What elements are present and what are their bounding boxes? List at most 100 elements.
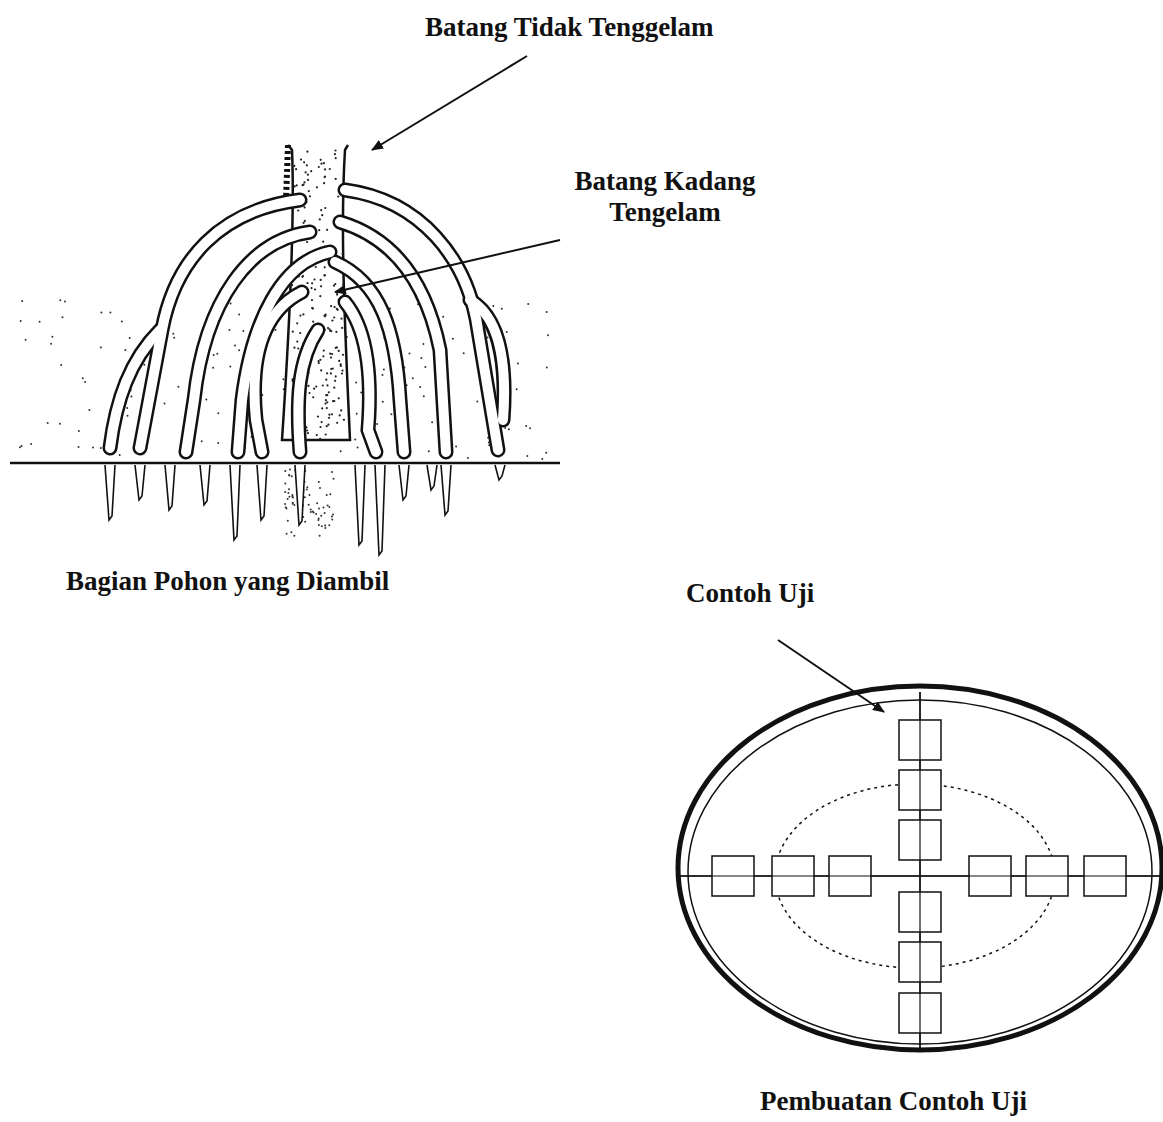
callout-label: Batang Kadang Tengelam xyxy=(540,166,790,228)
stipple-dot xyxy=(541,458,543,460)
stipple-dot xyxy=(318,229,320,231)
prop-root xyxy=(345,302,376,452)
prop-root-fill xyxy=(186,232,310,452)
stipple-dot xyxy=(284,482,286,484)
stipple-dot xyxy=(334,153,336,155)
stipple-dot xyxy=(526,455,528,457)
leader-line xyxy=(372,56,527,150)
stipple-dot xyxy=(312,510,314,512)
callout-label: Contoh Uji xyxy=(686,578,906,609)
stipple-dot xyxy=(59,423,61,425)
stipple-dot xyxy=(299,315,301,317)
stipple-dot xyxy=(326,229,328,231)
stipple-dot xyxy=(324,207,326,209)
figure-caption: Bagian Pohon yang Diambil xyxy=(66,566,526,597)
stipple-dot xyxy=(333,478,335,480)
stipple-dot xyxy=(428,450,430,452)
stipple-dot xyxy=(296,341,298,343)
stipple-dot xyxy=(318,362,320,364)
stipple-dot xyxy=(319,295,321,297)
stipple-dot xyxy=(306,486,308,488)
stipple-dot xyxy=(302,184,304,186)
stipple-dot xyxy=(335,178,337,180)
stipple-dot xyxy=(325,399,327,401)
stipple-dot xyxy=(467,457,469,459)
stipple-dot xyxy=(354,439,356,441)
stem-cross-section xyxy=(678,686,1162,1050)
underground-root xyxy=(105,465,115,520)
prop-root xyxy=(238,252,330,452)
stipple-dot xyxy=(326,425,328,427)
stipple-dot xyxy=(21,445,23,447)
stipple-dot xyxy=(463,352,465,354)
stipple-dot xyxy=(329,168,331,170)
stipple-dot xyxy=(323,274,325,276)
stipple-dot xyxy=(297,209,299,211)
stipple-dot xyxy=(119,454,121,456)
stipple-dot xyxy=(323,506,325,508)
stipple-dot xyxy=(287,520,289,522)
stipple-dot xyxy=(289,469,291,471)
prop-root-fill xyxy=(470,300,504,420)
stipple-dot xyxy=(336,346,338,348)
prop-root xyxy=(298,330,318,452)
stipple-dot xyxy=(20,320,22,322)
stipple-dot xyxy=(331,353,333,355)
stipple-dot xyxy=(321,407,323,409)
stipple-dot xyxy=(326,394,328,396)
stipple-dot xyxy=(442,316,444,318)
stipple-dot xyxy=(547,334,549,336)
stipple-dot xyxy=(311,307,313,309)
prop-root-fill xyxy=(345,302,376,452)
stipple-dot xyxy=(322,241,324,243)
stipple-dot xyxy=(320,285,322,287)
stipple-dot xyxy=(341,370,343,372)
stipple-dot xyxy=(287,492,289,494)
stipple-dot xyxy=(302,275,304,277)
stipple-dot xyxy=(284,470,286,472)
stipple-dot xyxy=(293,504,295,506)
stipple-dot xyxy=(310,287,312,289)
stipple-dot xyxy=(492,305,494,307)
stipple-dot xyxy=(307,179,309,181)
stipple-dot xyxy=(317,519,319,521)
stipple-dot xyxy=(328,391,330,393)
stipple-dot xyxy=(326,372,328,374)
stipple-dot xyxy=(290,531,292,533)
stipple-dot xyxy=(50,343,52,345)
stipple-dot xyxy=(315,266,317,268)
stipple-dot xyxy=(92,447,94,449)
stipple-dot xyxy=(339,414,341,416)
stipple-dot xyxy=(334,149,336,151)
stipple-dot xyxy=(84,381,86,383)
stipple-dot xyxy=(62,316,64,318)
axis-line xyxy=(919,692,921,1050)
stipple-dot xyxy=(337,195,339,197)
stipple-dot xyxy=(325,314,327,316)
stipple-dot xyxy=(338,397,340,399)
stipple-dot xyxy=(501,308,503,310)
stipple-dot xyxy=(126,407,128,409)
stipple-dot xyxy=(321,525,323,527)
underground-root xyxy=(257,465,267,520)
stipple-dot xyxy=(292,502,294,504)
stipple-dot xyxy=(127,415,129,417)
stipple-dot xyxy=(173,337,175,339)
stipple-dot xyxy=(335,331,337,333)
stipple-dot xyxy=(334,283,336,285)
stipple-dot xyxy=(333,316,335,318)
stipple-dot xyxy=(291,495,293,497)
stipple-dot xyxy=(307,385,309,387)
specimen-squares xyxy=(680,692,1160,1050)
stipple-dot xyxy=(284,491,286,493)
stipple-dot xyxy=(288,488,290,490)
stipple-dot xyxy=(303,181,305,183)
stipple-dot xyxy=(228,329,230,331)
stipple-dot xyxy=(100,447,102,449)
stipple-dot xyxy=(88,409,90,411)
stipple-dot xyxy=(546,367,548,369)
stipple-dot xyxy=(319,487,321,489)
stipple-dot xyxy=(331,515,333,517)
stipple-dot xyxy=(326,384,328,386)
stipple-dot xyxy=(288,474,290,476)
